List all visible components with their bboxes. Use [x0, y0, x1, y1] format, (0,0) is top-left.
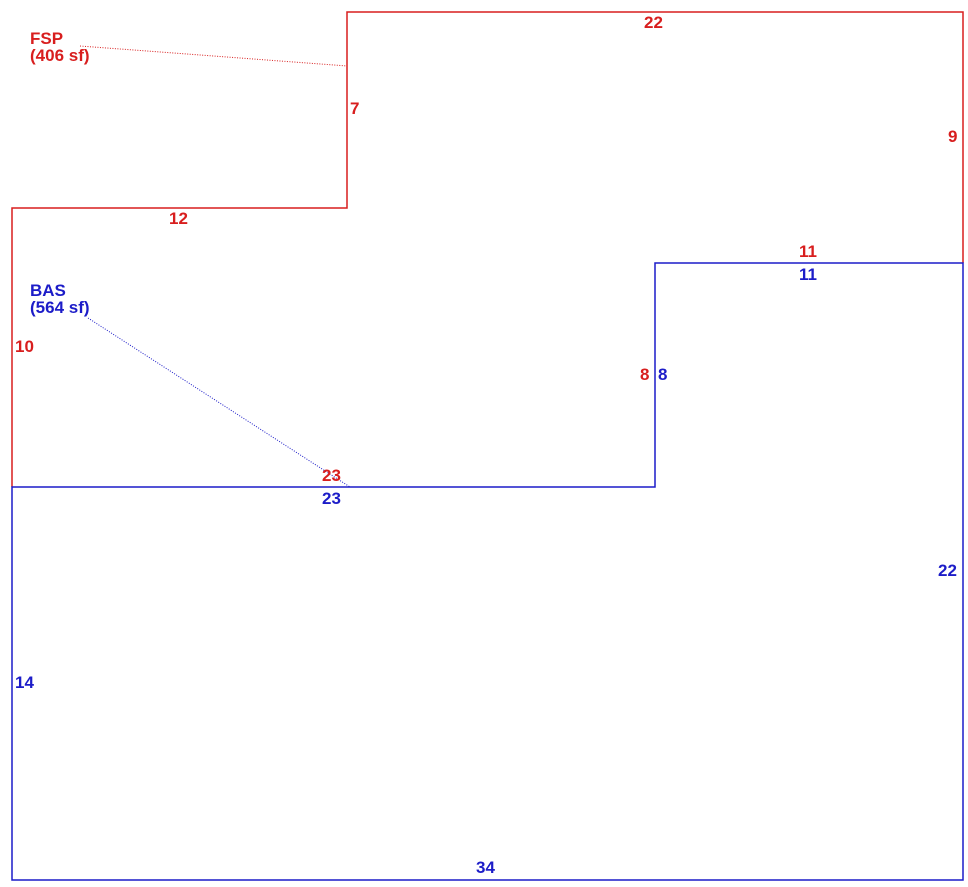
fsp-shared-bottom-dimension: 23 — [322, 466, 341, 485]
fsp-top-dimension: 22 — [644, 13, 663, 32]
bas-name-label: BAS — [30, 281, 66, 300]
fsp-shared-top-dimension: 11 — [799, 242, 817, 261]
bas-area-label: (564 sf) — [30, 298, 90, 317]
fsp-upper-left-top-dimension: 12 — [169, 209, 188, 228]
bas-upper-top-dimension: 11 — [799, 265, 817, 284]
fsp-left-dimension: 10 — [15, 337, 34, 356]
bas-step-dimension: 8 — [658, 365, 668, 384]
bas-outline — [11, 262, 964, 881]
fsp-outline — [11, 11, 964, 487]
fsp-shared-step-dimension: 8 — [640, 365, 650, 384]
bas-top-dimension: 23 — [322, 489, 341, 508]
bas-left-dimension: 14 — [15, 673, 34, 692]
bas-right-dimension: 22 — [938, 561, 957, 580]
bas-leader-line — [87, 317, 351, 488]
fsp-right-dimension: 9 — [948, 127, 958, 146]
fsp-leader-line — [79, 45, 348, 67]
fsp-name-label: FSP — [30, 29, 64, 48]
bas-bottom-dimension: 34 — [476, 858, 495, 877]
fsp-notch-dimension: 7 — [350, 99, 360, 118]
fsp-area-label: (406 sf) — [30, 46, 90, 65]
